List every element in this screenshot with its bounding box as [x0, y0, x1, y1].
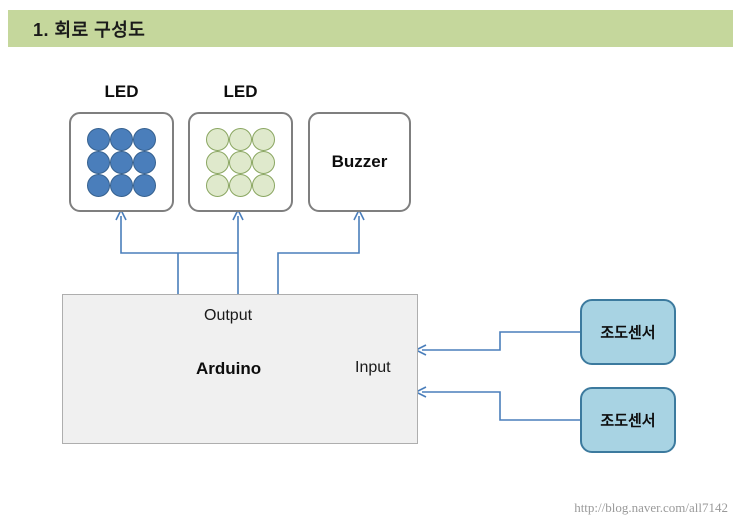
led-dot — [252, 174, 275, 197]
device-box-led-2[interactable] — [188, 112, 293, 212]
led-dot — [110, 128, 133, 151]
header-bar — [8, 10, 733, 47]
led-dot — [206, 151, 229, 174]
led-dot — [133, 174, 156, 197]
device-box-buzzer[interactable]: Buzzer — [308, 112, 411, 212]
device-label-led-2: LED — [223, 82, 258, 101]
controller-output-label: Output — [204, 307, 253, 324]
led-dot — [133, 151, 156, 174]
led-dot — [87, 151, 110, 174]
device-label-buzzer: Buzzer — [331, 152, 388, 171]
led-dot — [252, 128, 275, 151]
sensor-label-1: 조도센서 — [600, 324, 656, 342]
led-dot — [133, 128, 156, 151]
led-dot — [252, 151, 275, 174]
led-dot — [206, 174, 229, 197]
led-dot — [110, 174, 133, 197]
led-matrix-2 — [190, 114, 291, 210]
led-dot — [87, 128, 110, 151]
controller-box-arduino[interactable] — [62, 294, 418, 444]
led-dot — [87, 174, 110, 197]
sensor-box-2[interactable]: 조도센서 — [580, 387, 676, 453]
controller-name-label: Arduino — [196, 359, 262, 378]
sensor-box-1[interactable]: 조도센서 — [580, 299, 676, 365]
led-dot — [229, 151, 252, 174]
led-dot — [229, 128, 252, 151]
controller-input-label: Input — [355, 359, 391, 376]
led-dot — [110, 151, 133, 174]
led-dot — [206, 128, 229, 151]
led-dot — [229, 174, 252, 197]
page-title: 1. 회로 구성도 — [33, 20, 146, 40]
led-matrix-1 — [71, 114, 172, 210]
device-label-led-1: LED — [104, 82, 139, 101]
device-box-led-1[interactable] — [69, 112, 174, 212]
sensor-label-2: 조도센서 — [600, 412, 656, 430]
footer-url: http://blog.naver.com/all7142 — [574, 500, 728, 515]
